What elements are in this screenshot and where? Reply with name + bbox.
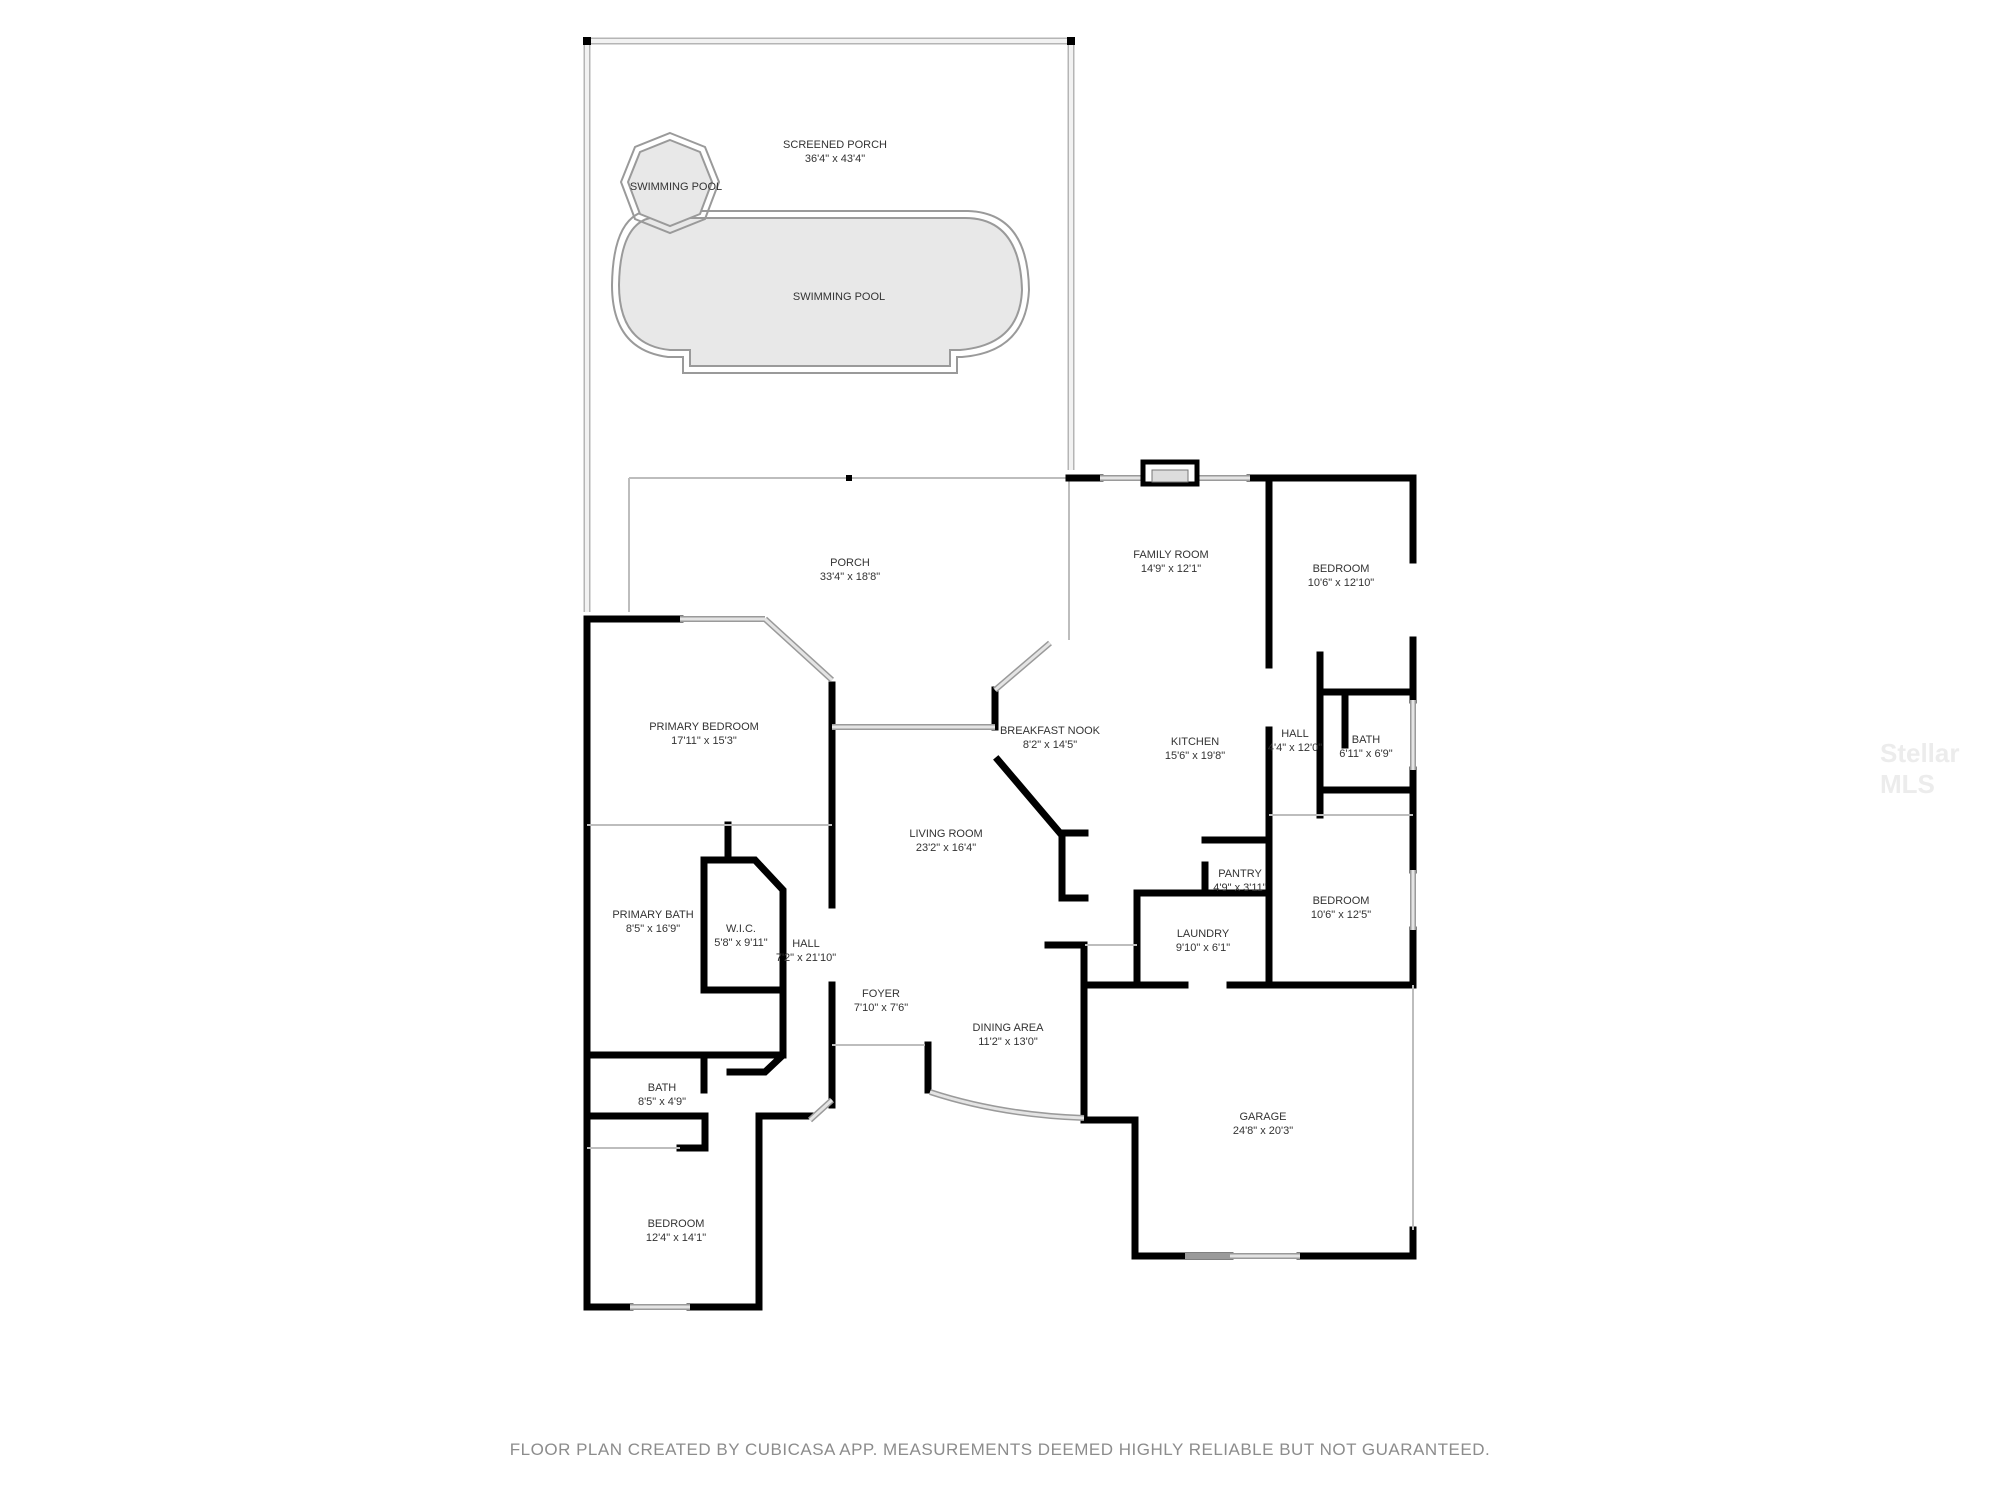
svg-text:12'4" x 14'1": 12'4" x 14'1"	[646, 1232, 706, 1244]
room-label-breakfast-nook: BREAKFAST NOOK 8'2" x 14'5"	[1000, 725, 1101, 751]
svg-text:SWIMMING POOL: SWIMMING POOL	[630, 181, 722, 193]
room-label-laundry: LAUNDRY 9'10" x 6'1"	[1176, 928, 1230, 954]
svg-text:BEDROOM: BEDROOM	[648, 1218, 705, 1230]
porch-outline	[628, 475, 1070, 640]
svg-text:HALL: HALL	[792, 938, 820, 950]
svg-text:8'5" x 16'9": 8'5" x 16'9"	[626, 923, 680, 935]
room-label-wic: W.I.C. 5'8" x 9'11"	[714, 923, 767, 949]
svg-text:7'10" x 7'6": 7'10" x 7'6"	[854, 1002, 908, 1014]
svg-text:LIVING ROOM: LIVING ROOM	[909, 828, 982, 840]
windows	[630, 475, 1416, 1310]
room-label-hall-east: HALL 4'4" x 12'0"	[1268, 728, 1322, 754]
room-label-pantry: PANTRY 4'9" x 3'11"	[1213, 868, 1266, 894]
room-label-primary-bedroom: PRIMARY BEDROOM 17'11" x 15'3"	[649, 721, 759, 747]
room-label-porch: PORCH 33'4" x 18'8"	[820, 557, 880, 583]
svg-text:6'11" x 6'9": 6'11" x 6'9"	[1339, 748, 1392, 760]
room-label-bedroom-1: BEDROOM 10'6" x 12'10"	[1308, 563, 1375, 589]
svg-text:33'4" x 18'8": 33'4" x 18'8"	[820, 571, 880, 583]
walls	[583, 474, 1417, 1311]
svg-text:36'4" x 43'4": 36'4" x 43'4"	[805, 153, 865, 165]
footer-disclaimer: FLOOR PLAN CREATED BY CUBICASA APP. MEAS…	[509, 1440, 1491, 1459]
svg-text:5'8" x 9'11": 5'8" x 9'11"	[714, 937, 767, 949]
room-label-foyer: FOYER 7'10" x 7'6"	[854, 988, 908, 1014]
room-label-pool-small: SWIMMING POOL	[630, 181, 722, 193]
room-label-pool-large: SWIMMING POOL	[793, 291, 885, 303]
svg-text:BEDROOM: BEDROOM	[1313, 563, 1370, 575]
svg-text:SCREENED PORCH: SCREENED PORCH	[783, 139, 887, 151]
svg-text:FAMILY ROOM: FAMILY ROOM	[1133, 549, 1208, 561]
watermark-logo: Stellar MLS	[1880, 738, 1960, 799]
svg-text:GARAGE: GARAGE	[1239, 1111, 1286, 1123]
room-label-family-room: FAMILY ROOM 14'9" x 12'1"	[1133, 549, 1208, 575]
swimming-pool-small	[619, 131, 721, 235]
svg-text:KITCHEN: KITCHEN	[1171, 736, 1219, 748]
svg-text:4'9" x 3'11": 4'9" x 3'11"	[1213, 882, 1266, 894]
swimming-pool-large	[610, 210, 1031, 374]
room-label-bath-east: BATH 6'11" x 6'9"	[1339, 734, 1392, 760]
room-label-kitchen: KITCHEN 15'6" x 19'8"	[1165, 736, 1225, 762]
svg-text:14'9" x 12'1": 14'9" x 12'1"	[1141, 563, 1201, 575]
svg-text:8'2" x 14'5": 8'2" x 14'5"	[1023, 739, 1077, 751]
room-label-living-room: LIVING ROOM 23'2" x 16'4"	[909, 828, 982, 854]
svg-text:HALL: HALL	[1281, 728, 1309, 740]
room-label-garage: GARAGE 24'8" x 20'3"	[1233, 1111, 1293, 1137]
svg-text:BREAKFAST NOOK: BREAKFAST NOOK	[1000, 725, 1101, 737]
svg-text:BATH: BATH	[1352, 734, 1381, 746]
room-label-primary-bath: PRIMARY BATH 8'5" x 16'9"	[612, 909, 693, 935]
fireplace-icon	[1140, 459, 1200, 487]
svg-text:15'6" x 19'8": 15'6" x 19'8"	[1165, 750, 1225, 762]
svg-text:4'4" x 12'0": 4'4" x 12'0"	[1268, 742, 1322, 754]
room-label-bedroom-3: BEDROOM 12'4" x 14'1"	[646, 1218, 706, 1244]
svg-text:PORCH: PORCH	[830, 557, 870, 569]
svg-text:BATH: BATH	[648, 1082, 677, 1094]
svg-text:PRIMARY BEDROOM: PRIMARY BEDROOM	[649, 721, 759, 733]
room-label-bedroom-2: BEDROOM 10'6" x 12'5"	[1311, 895, 1371, 921]
room-label-hall-west: HALL 7'2" x 21'10"	[776, 938, 836, 964]
svg-text:PANTRY: PANTRY	[1218, 868, 1262, 880]
svg-text:23'2" x 16'4": 23'2" x 16'4"	[916, 842, 976, 854]
svg-text:LAUNDRY: LAUNDRY	[1177, 928, 1230, 940]
svg-text:PRIMARY BATH: PRIMARY BATH	[612, 909, 693, 921]
interior-thin-lines	[587, 814, 1413, 1149]
svg-text:DINING AREA: DINING AREA	[973, 1022, 1045, 1034]
svg-text:SWIMMING POOL: SWIMMING POOL	[793, 291, 885, 303]
svg-text:10'6" x 12'5": 10'6" x 12'5"	[1311, 909, 1371, 921]
room-label-screened-porch: SCREENED PORCH 36'4" x 43'4"	[783, 139, 887, 165]
svg-text:BEDROOM: BEDROOM	[1313, 895, 1370, 907]
svg-text:FOYER: FOYER	[862, 988, 900, 1000]
svg-text:11'2" x 13'0": 11'2" x 13'0"	[978, 1036, 1038, 1048]
svg-text:24'8" x 20'3": 24'8" x 20'3"	[1233, 1125, 1293, 1137]
screened-porch-enclosure	[583, 37, 1075, 612]
room-label-dining-area: DINING AREA 11'2" x 13'0"	[973, 1022, 1045, 1048]
svg-text:8'5" x 4'9": 8'5" x 4'9"	[638, 1096, 686, 1108]
svg-text:10'6" x 12'10": 10'6" x 12'10"	[1308, 577, 1375, 589]
svg-text:17'11" x 15'3": 17'11" x 15'3"	[671, 735, 737, 747]
svg-text:9'10" x 6'1": 9'10" x 6'1"	[1176, 942, 1230, 954]
svg-text:W.I.C.: W.I.C.	[726, 923, 756, 935]
svg-text:7'2" x 21'10": 7'2" x 21'10"	[776, 952, 836, 964]
room-label-bath-west: BATH 8'5" x 4'9"	[638, 1082, 686, 1108]
